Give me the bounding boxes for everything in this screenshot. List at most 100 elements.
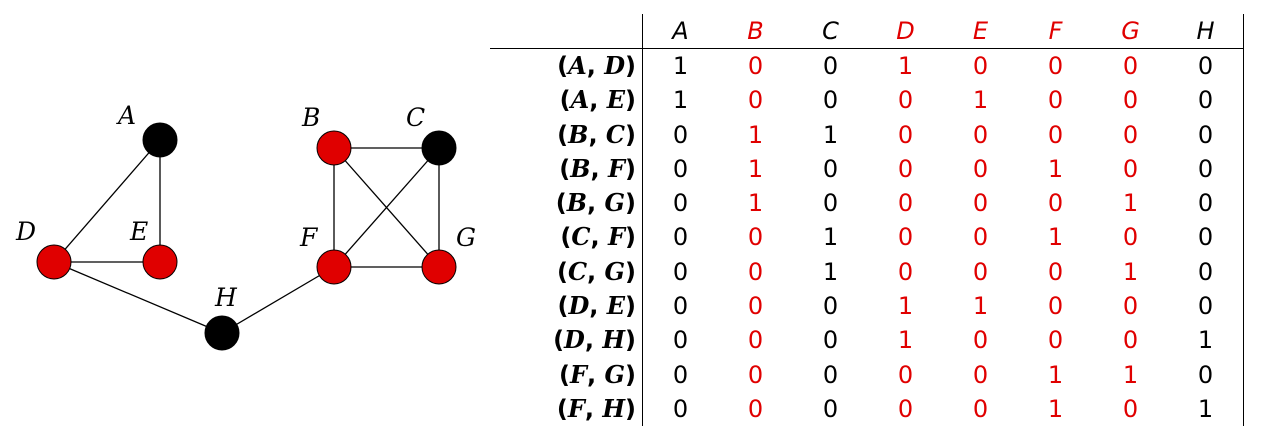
- matrix-cell: 0: [972, 257, 989, 286]
- row-header-v: G: [604, 256, 626, 286]
- matrix-cell: 0: [972, 189, 989, 218]
- matrix-cell: 0: [1122, 326, 1139, 355]
- matrix-cell: 1: [897, 326, 914, 355]
- row-header-fg: (F, G): [490, 357, 643, 392]
- edge-a-d: [53, 139, 161, 263]
- matrix-cell: 0: [897, 223, 914, 252]
- matrix-cell: 1: [1047, 394, 1064, 423]
- matrix-cell: 0: [897, 120, 914, 149]
- row-header-de: (D, E): [490, 289, 643, 324]
- node-label-h: H: [214, 283, 238, 312]
- node-label-f: F: [299, 223, 319, 252]
- matrix-cell: 0: [972, 154, 989, 183]
- matrix-cell: 0: [1168, 289, 1244, 324]
- row-header-u: A: [568, 51, 587, 80]
- matrix-cell: 1: [1122, 360, 1139, 389]
- column-header-h: H: [1168, 14, 1244, 49]
- row-header-u: F: [570, 359, 588, 389]
- matrix-cell: 0: [1122, 120, 1139, 149]
- column-header-a: A: [642, 14, 718, 49]
- matrix-cell: 0: [1168, 186, 1244, 221]
- column-header-d: D: [868, 14, 943, 49]
- matrix-cell: 1: [822, 257, 839, 286]
- matrix-cell: 0: [672, 223, 689, 252]
- matrix-cell: 0: [897, 394, 914, 423]
- column-header-f: F: [1018, 14, 1093, 49]
- row-header-v: C: [605, 119, 626, 149]
- column-header-c: C: [793, 14, 868, 49]
- node-label-g: G: [456, 223, 476, 252]
- column-header-g: G: [1093, 14, 1168, 49]
- header-corner: [490, 14, 643, 49]
- row-header-v: D: [604, 51, 626, 80]
- row-header-u: C: [571, 222, 591, 252]
- node-d: [36, 244, 72, 280]
- matrix-cell: 0: [1122, 394, 1139, 423]
- row-header-v: E: [606, 291, 626, 321]
- matrix-cell: 1: [972, 86, 989, 115]
- row-header-u: D: [568, 291, 590, 321]
- node-g: [421, 249, 457, 285]
- matrix-cell: 0: [747, 326, 764, 355]
- row-header-v: F: [607, 153, 626, 183]
- matrix-cell: 0: [897, 360, 914, 389]
- row-header-u: B: [568, 119, 589, 149]
- row-header-u: A: [570, 85, 590, 115]
- matrix-cell: 0: [747, 360, 764, 389]
- matrix-cell: 1: [1047, 223, 1064, 252]
- row-header-u: D: [564, 325, 585, 355]
- matrix-cell: 0: [972, 394, 989, 423]
- matrix-cell: 0: [672, 120, 689, 149]
- matrix-cell: 0: [1047, 86, 1064, 115]
- matrix-cell: 0: [822, 86, 839, 115]
- matrix-cell: 1: [1122, 189, 1139, 218]
- node-label-a: A: [116, 101, 136, 130]
- matrix-cell: 1: [1168, 391, 1244, 427]
- row-header-ad: (A, D): [490, 48, 643, 84]
- matrix-cell: 0: [747, 394, 764, 423]
- matrix-cell: 1: [672, 52, 689, 80]
- matrix-cell: 0: [1168, 254, 1244, 290]
- row-header-u: C: [567, 256, 588, 286]
- matrix-cell: 1: [1047, 154, 1064, 183]
- node-label-e: E: [129, 217, 148, 246]
- node-f: [316, 249, 352, 285]
- row-header-u: F: [567, 393, 585, 423]
- row-header-u: B: [566, 188, 588, 218]
- row-header-v: H: [602, 325, 626, 355]
- row-header-v: H: [602, 393, 626, 423]
- matrix-cell: 0: [822, 189, 839, 218]
- matrix-cell: 0: [1047, 326, 1064, 355]
- matrix-cell: 0: [672, 394, 689, 423]
- matrix-cell: 0: [1047, 189, 1064, 218]
- matrix-cell: 0: [972, 223, 989, 252]
- matrix-cell: 0: [822, 292, 839, 321]
- matrix-cell: 0: [1122, 52, 1139, 80]
- matrix-cell: 1: [822, 120, 839, 149]
- row-header-v: G: [604, 188, 626, 218]
- matrix-cell: 1: [972, 292, 989, 321]
- matrix-cell: 0: [1168, 83, 1244, 118]
- matrix-cell: 0: [897, 154, 914, 183]
- row-header-bc: (B, C): [490, 117, 643, 152]
- matrix-cell: 0: [1047, 257, 1064, 286]
- matrix-cell: 1: [747, 154, 764, 183]
- matrix-cell: 0: [1047, 120, 1064, 149]
- column-header-e: E: [943, 14, 1018, 49]
- edge-c-f: [333, 147, 440, 268]
- node-label-d: D: [15, 217, 36, 246]
- matrix-cell: 0: [1168, 48, 1244, 84]
- matrix-cell: 0: [897, 189, 914, 218]
- row-header-dh: (D, H): [490, 323, 643, 358]
- matrix-cell: 0: [822, 326, 839, 355]
- matrix-cell: 0: [1122, 223, 1139, 252]
